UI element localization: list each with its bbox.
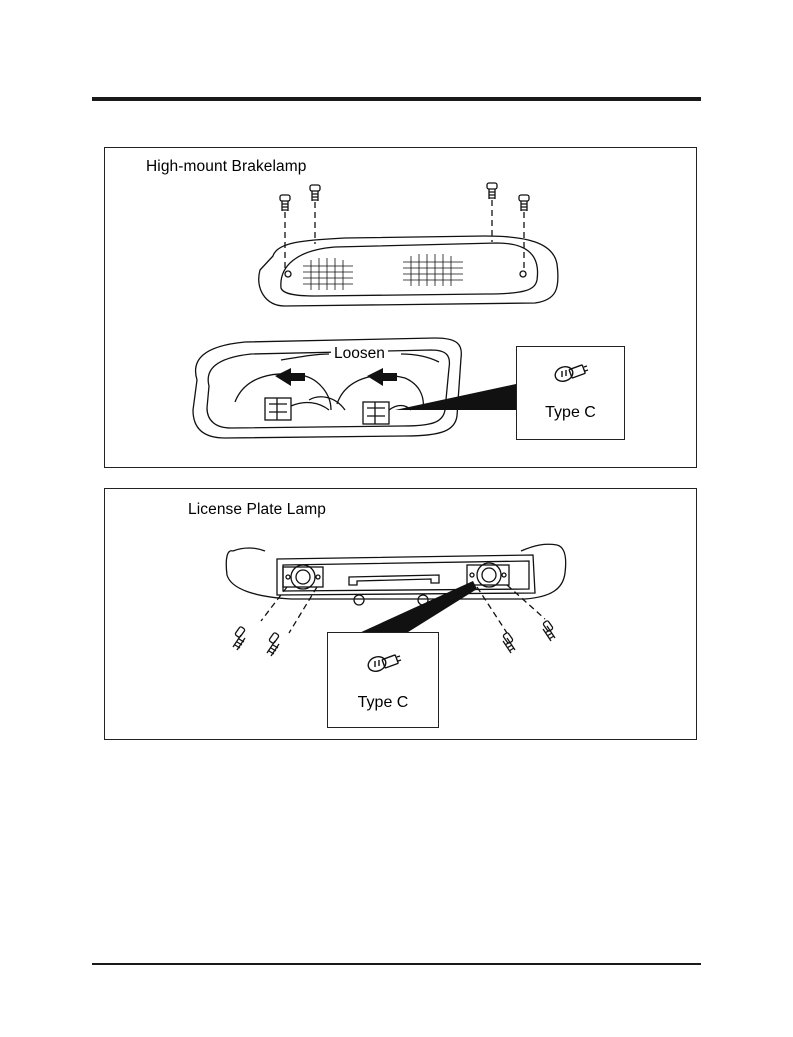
bulb-callout: Type C: [516, 346, 625, 440]
screw-icon: [280, 195, 290, 211]
bulb-type-label: Type C: [328, 694, 438, 712]
screw-icon: [487, 183, 497, 199]
license-plate-figure: License Plate Lamp: [104, 488, 697, 740]
screw-icon: [503, 632, 515, 653]
screw-icon: [267, 632, 279, 656]
brakelamp-figure: High-mount Brakelamp: [104, 147, 697, 468]
arrow-icon: [275, 368, 397, 386]
bulb-icon: [365, 651, 403, 673]
footer-rule: [92, 963, 701, 965]
loosen-label: Loosen: [331, 345, 388, 363]
screw-icon: [310, 185, 320, 201]
bulb-icon: [552, 361, 590, 383]
header-rule: [92, 97, 701, 101]
screw-icon: [519, 195, 529, 211]
screw-icon: [543, 620, 555, 641]
bulb-type-label: Type C: [517, 404, 624, 422]
screw-icon: [233, 626, 245, 650]
bulb-callout: Type C: [327, 632, 439, 728]
